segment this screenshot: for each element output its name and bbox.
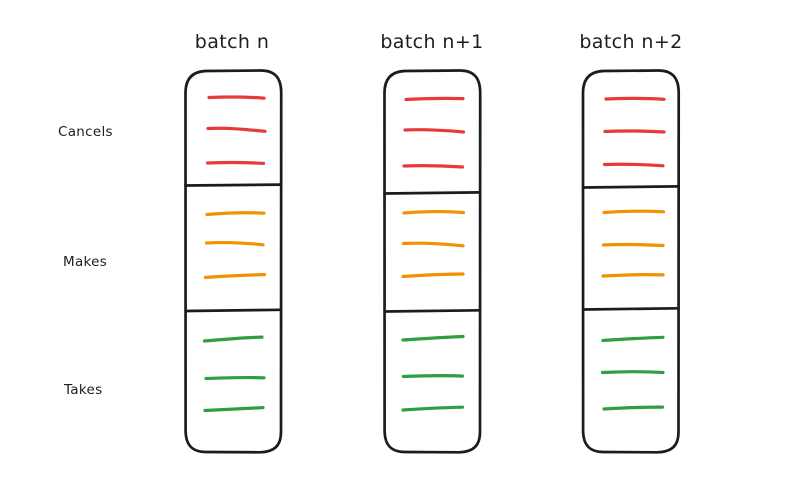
order-group-makes-batch-n-plus-2 xyxy=(601,209,666,278)
order-line-make xyxy=(601,242,665,248)
order-line-take xyxy=(401,405,465,412)
order-line-cancel xyxy=(205,160,266,165)
order-group-cancels-batch-n-plus-1 xyxy=(402,96,466,169)
order-line-make xyxy=(401,272,465,279)
batch-column-batch-n-plus-1[interactable] xyxy=(383,69,482,454)
order-line-make xyxy=(401,241,465,248)
order-group-takes-batch-n-plus-2 xyxy=(600,335,665,411)
row-label-takes: Takes xyxy=(63,382,102,398)
container-outline-batch-n-plus-2 xyxy=(581,69,681,454)
column-title-batch-n-plus-2: batch n+2 xyxy=(579,31,682,53)
order-line-make xyxy=(601,273,665,278)
order-line-take xyxy=(600,370,665,375)
order-group-cancels-batch-n xyxy=(205,95,267,165)
container-outline-batch-n xyxy=(184,69,283,454)
batch-column-batch-n[interactable] xyxy=(184,69,283,454)
order-line-cancel xyxy=(403,128,466,134)
order-line-take xyxy=(601,335,665,343)
container-outline-batch-n-plus-1 xyxy=(383,69,482,454)
order-line-take xyxy=(202,335,264,343)
order-line-cancel xyxy=(603,129,666,134)
order-line-make xyxy=(203,273,267,280)
order-group-takes-batch-n xyxy=(202,335,266,413)
order-line-take xyxy=(401,374,465,379)
section-divider-cancels-makes-batch-n xyxy=(184,183,283,187)
order-line-make xyxy=(402,210,466,215)
order-line-take xyxy=(602,405,665,411)
order-line-make xyxy=(602,209,666,215)
section-divider-cancels-makes-batch-n-plus-2 xyxy=(581,185,680,189)
column-title-batch-n: batch n xyxy=(195,31,270,53)
section-divider-makes-takes-batch-n xyxy=(184,308,283,313)
order-line-make xyxy=(205,211,266,217)
order-line-take xyxy=(401,334,465,342)
order-line-cancel xyxy=(602,162,665,168)
order-group-makes-batch-n xyxy=(203,211,267,280)
section-divider-makes-takes-batch-n-plus-2 xyxy=(581,306,680,311)
section-divider-makes-takes-batch-n-plus-1 xyxy=(383,308,482,313)
order-line-make xyxy=(204,240,265,247)
row-label-cancels: Cancels xyxy=(58,124,113,140)
order-group-takes-batch-n-plus-1 xyxy=(401,334,465,412)
order-line-cancel xyxy=(604,96,666,101)
order-line-cancel xyxy=(207,95,266,100)
order-line-take xyxy=(204,375,266,381)
batch-column-batch-n-plus-2[interactable] xyxy=(581,69,681,454)
order-line-cancel xyxy=(404,96,465,102)
order-line-cancel xyxy=(402,164,465,169)
column-title-batch-n-plus-1: batch n+1 xyxy=(380,31,483,53)
order-group-cancels-batch-n-plus-2 xyxy=(602,96,666,168)
order-line-take xyxy=(203,406,265,413)
order-line-cancel xyxy=(206,126,267,133)
order-group-makes-batch-n-plus-1 xyxy=(401,210,466,279)
section-divider-cancels-makes-batch-n-plus-1 xyxy=(383,191,482,195)
row-label-makes: Makes xyxy=(63,254,107,270)
